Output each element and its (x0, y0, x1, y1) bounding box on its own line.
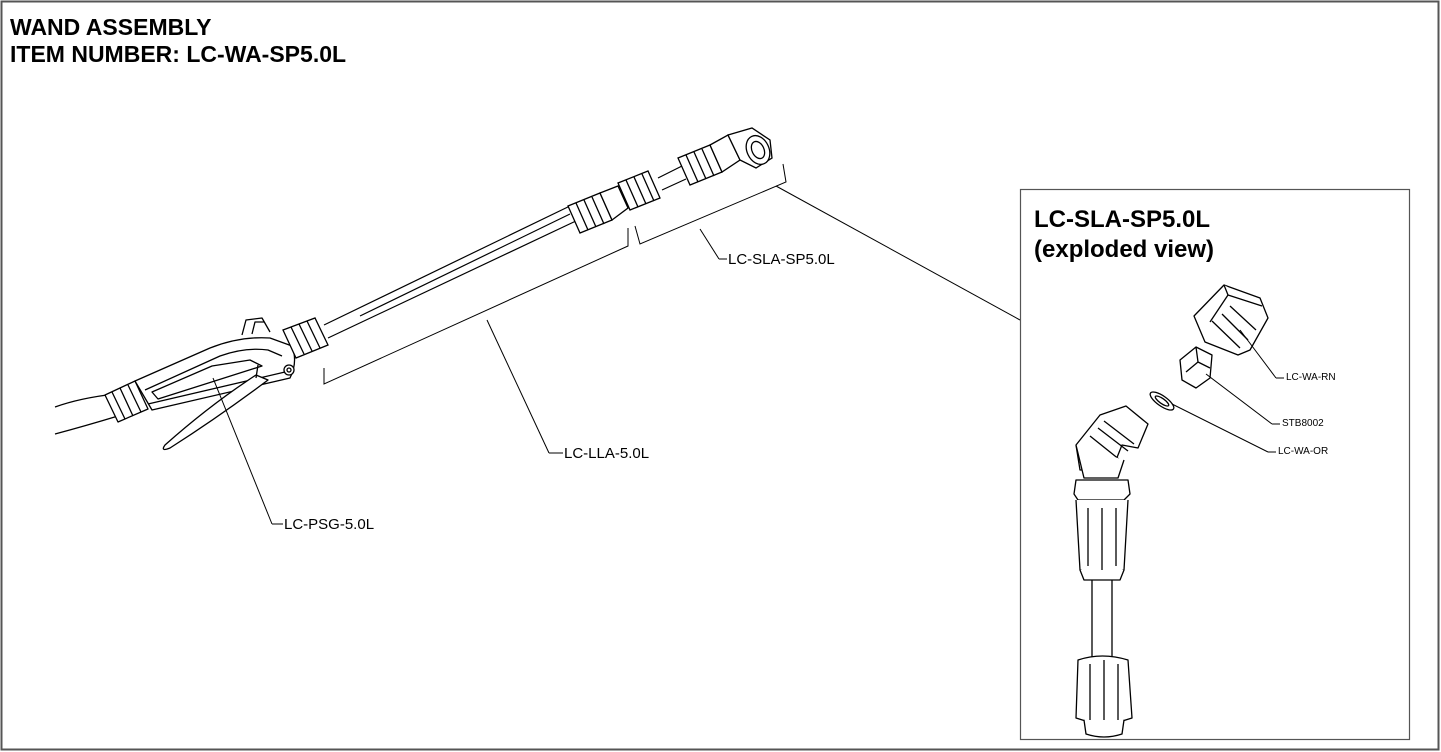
callout-psg: LC-PSG-5.0L (284, 516, 375, 533)
detail-box (1019, 188, 1411, 741)
trigger-gun (104, 317, 296, 451)
lance-couplers (567, 170, 661, 234)
callout-brackets (212, 163, 1021, 525)
callout-stb: STB8002 (1282, 418, 1324, 429)
callout-rn: LC-WA-RN (1286, 372, 1336, 383)
part-leaders (1171, 329, 1284, 453)
item-number: ITEM NUMBER: LC-WA-SP5.0L (10, 41, 347, 67)
lla-bracket (323, 228, 629, 385)
short-lance (657, 165, 687, 191)
sla-bracket (634, 163, 787, 245)
detail-subtitle: (exploded view) (1034, 236, 1215, 263)
gun-front-nut (282, 317, 329, 359)
callout-or: LC-WA-OR (1278, 446, 1329, 457)
callout-sla: LC-SLA-SP5.0L (728, 251, 835, 268)
long-lance (323, 204, 579, 339)
callout-lla: LC-LLA-5.0L (564, 445, 650, 462)
detail-title: LC-SLA-SP5.0L (1034, 206, 1211, 233)
detail-leader (775, 185, 1021, 321)
nozzle-end (677, 127, 773, 186)
diagram-title: WAND ASSEMBLY (10, 14, 212, 40)
exploded-parts (1073, 284, 1269, 738)
